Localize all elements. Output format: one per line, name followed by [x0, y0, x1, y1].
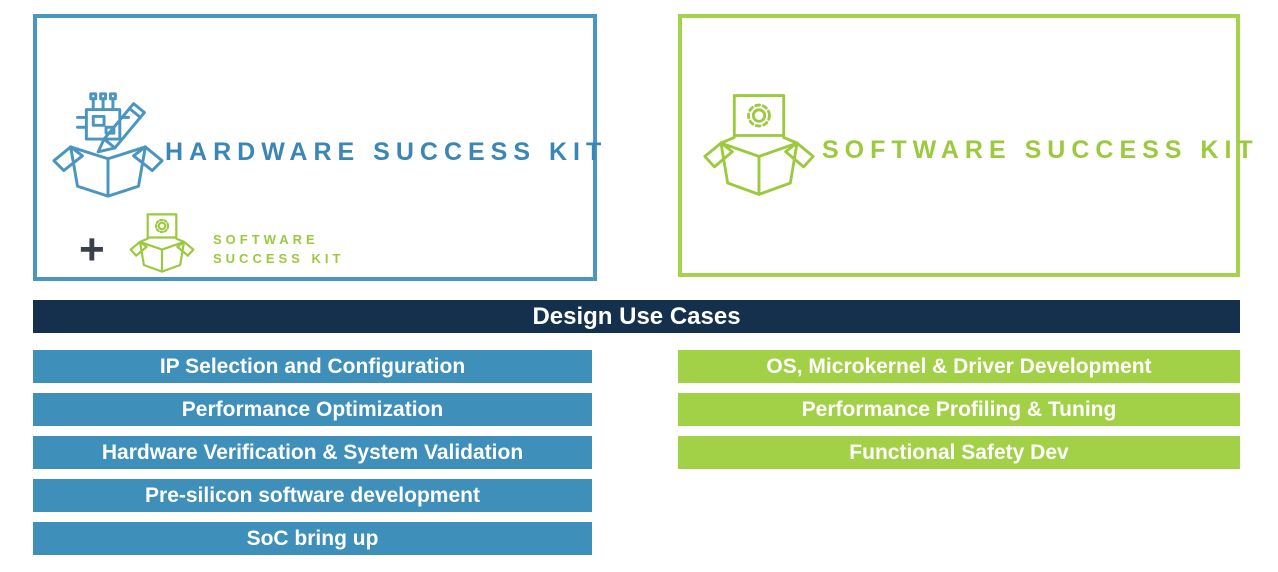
open-box-gear-card-icon-small [129, 210, 195, 276]
design-use-cases-banner: Design Use Cases [33, 300, 1240, 333]
software-kit-title: SOFTWARE SUCCESS KIT [822, 136, 1259, 164]
bundled-kit-label-line2: SUCCESS KIT [213, 251, 345, 266]
use-case-bar: IP Selection and Configuration [33, 350, 592, 383]
use-case-bar: SoC bring up [33, 522, 592, 555]
open-box-chip-pencil-icon [49, 84, 167, 202]
use-case-bar: Performance Profiling & Tuning [678, 393, 1240, 426]
hardware-kit-title: HARDWARE SUCCESS KIT [165, 138, 608, 166]
use-case-bar: Functional Safety Dev [678, 436, 1240, 469]
bundled-kit-label: SOFTWARE SUCCESS KIT [213, 230, 344, 268]
use-case-bar: Hardware Verification & System Validatio… [33, 436, 592, 469]
plus-icon: + [79, 225, 105, 274]
bundled-kit-label-line1: SOFTWARE [213, 232, 319, 247]
use-case-bar: Pre-silicon software development [33, 479, 592, 512]
bundled-software-kit: + SOFTWARE SUCCESS KIT [79, 206, 409, 286]
open-box-gear-card-icon [702, 88, 816, 202]
use-case-bar: Performance Optimization [33, 393, 592, 426]
software-kit-panel: SOFTWARE SUCCESS KIT [678, 14, 1253, 277]
use-case-bar: OS, Microkernel & Driver Development [678, 350, 1240, 383]
hardware-kit-panel: HARDWARE SUCCESS KIT + SOFTWARE SU [33, 14, 601, 281]
